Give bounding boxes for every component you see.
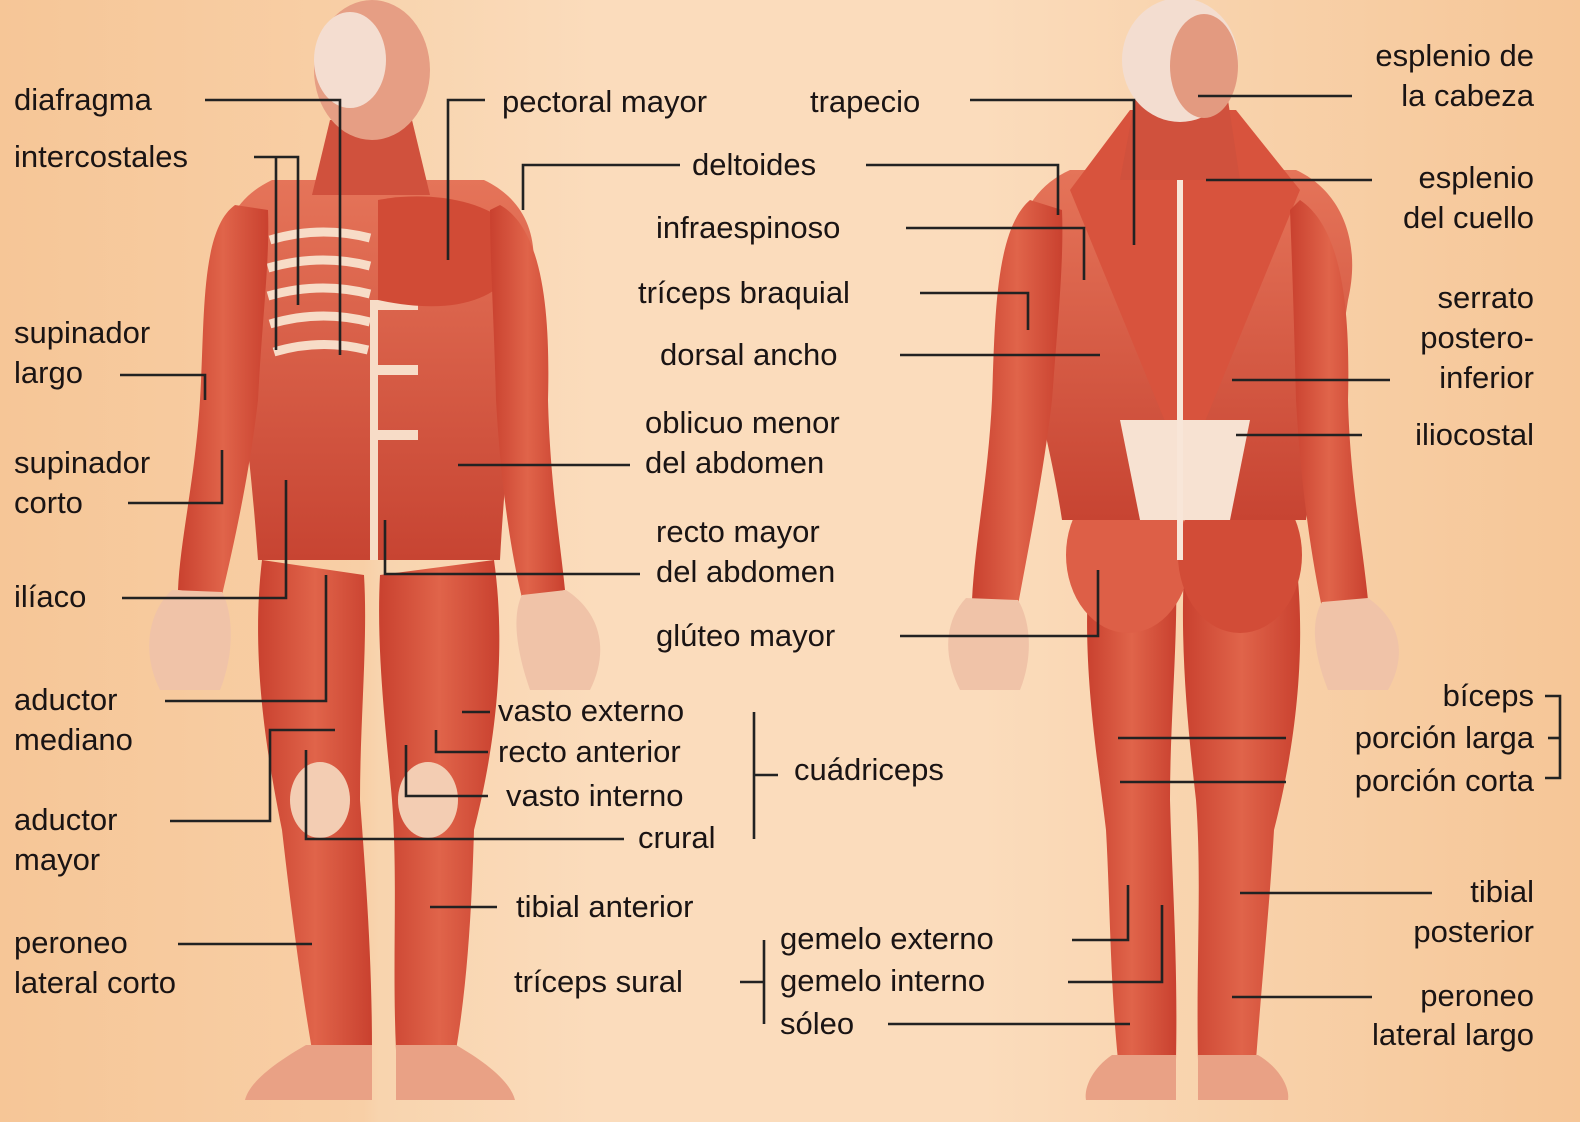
label-recto-anterior: recto anterior xyxy=(498,732,681,772)
front-left-knee xyxy=(290,762,350,838)
label-porcion-corta: porción corta xyxy=(1355,761,1534,801)
label-esplenio-cabeza-1: esplenio de xyxy=(1375,36,1534,76)
label-tibial-posterior-1: tibial xyxy=(1470,872,1534,912)
label-esplenio-cuello-2: del cuello xyxy=(1403,198,1534,238)
back-head-muscle-half xyxy=(1170,14,1238,118)
label-gemelo-interno: gemelo interno xyxy=(780,961,985,1001)
label-gemelo-externo: gemelo externo xyxy=(780,919,994,959)
front-right-hand xyxy=(516,590,600,690)
label-esplenio-cuello-1: esplenio xyxy=(1419,158,1534,198)
back-right-arm xyxy=(1290,200,1368,608)
label-recto-1: recto mayor xyxy=(656,512,820,552)
label-esplenio-cabeza-2: la cabeza xyxy=(1401,76,1534,116)
label-supinador-corto-1: supinador xyxy=(14,443,150,483)
back-right-leg xyxy=(1183,560,1300,1060)
front-left-arm xyxy=(178,205,268,595)
label-diafragma: diafragma xyxy=(14,80,152,120)
back-right-foot xyxy=(1198,1055,1288,1100)
label-vasto-externo: vasto externo xyxy=(498,691,684,731)
back-left-foot xyxy=(1086,1055,1176,1100)
label-intercostales: intercostales xyxy=(14,137,188,177)
back-left-hand xyxy=(948,598,1029,690)
label-crural: crural xyxy=(638,818,716,858)
label-peroneo-largo-1: peroneo xyxy=(1420,976,1534,1016)
label-peroneo-corto-2: lateral corto xyxy=(14,963,176,1003)
label-aductor-mayor-1: aductor xyxy=(14,800,117,840)
label-triceps-braquial: tríceps braquial xyxy=(638,273,850,313)
label-trapecio: trapecio xyxy=(810,82,920,122)
label-dorsal-ancho: dorsal ancho xyxy=(660,335,838,375)
front-left-foot xyxy=(245,1045,372,1100)
back-left-leg xyxy=(1087,560,1176,1060)
label-serrato-2: postero- xyxy=(1420,318,1534,358)
label-triceps-sural: tríceps sural xyxy=(514,962,683,1002)
label-tibial-posterior-2: posterior xyxy=(1413,912,1534,952)
back-right-hand xyxy=(1315,598,1399,690)
label-tibial-anterior: tibial anterior xyxy=(516,887,693,927)
label-aductor-mediano-2: mediano xyxy=(14,720,133,760)
label-vasto-interno: vasto interno xyxy=(506,776,684,816)
label-peroneo-largo-2: lateral largo xyxy=(1372,1015,1534,1055)
front-skull-half xyxy=(314,12,386,108)
label-porcion-larga: porción larga xyxy=(1355,718,1534,758)
label-iliaco: ilíaco xyxy=(14,577,86,617)
label-peroneo-corto-1: peroneo xyxy=(14,923,128,963)
label-serrato-3: inferior xyxy=(1439,358,1534,398)
label-deltoides: deltoides xyxy=(692,145,816,185)
label-supinador-corto-2: corto xyxy=(14,483,83,523)
label-serrato-1: serrato xyxy=(1438,278,1534,318)
label-oblicuo-2: del abdomen xyxy=(645,443,824,483)
front-left-hand xyxy=(149,590,231,690)
label-aductor-mayor-2: mayor xyxy=(14,840,100,880)
label-gluteo-mayor: glúteo mayor xyxy=(656,616,835,656)
label-supinador-largo-2: largo xyxy=(14,353,83,393)
label-supinador-largo-1: supinador xyxy=(14,313,150,353)
front-right-arm xyxy=(490,205,565,598)
label-aductor-mediano-1: aductor xyxy=(14,680,117,720)
label-iliocostal: iliocostal xyxy=(1415,415,1534,455)
label-infraespinoso: infraespinoso xyxy=(656,208,840,248)
label-oblicuo-1: oblicuo menor xyxy=(645,403,840,443)
back-left-arm xyxy=(972,200,1062,605)
label-pectoral-mayor: pectoral mayor xyxy=(502,82,707,122)
label-recto-2: del abdomen xyxy=(656,552,835,592)
back-lumbar-fascia xyxy=(1120,420,1250,520)
label-cuadriceps: cuádriceps xyxy=(794,750,944,790)
label-soleo: sóleo xyxy=(780,1004,854,1044)
front-right-foot xyxy=(396,1045,515,1100)
label-biceps: bíceps xyxy=(1443,676,1534,716)
